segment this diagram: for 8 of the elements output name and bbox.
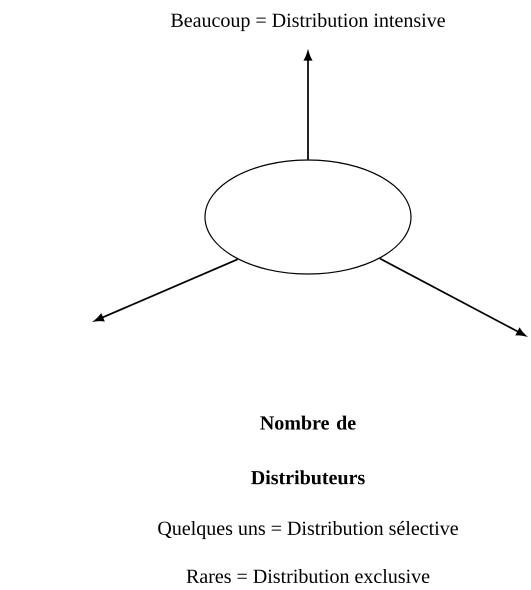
arrow <box>94 258 238 322</box>
arrow <box>379 258 526 336</box>
heading-text: Beaucoup = Distribution intensive <box>171 12 445 32</box>
ellipse <box>204 159 412 275</box>
label-text: Nombre de Distributeurs <box>251 416 365 484</box>
arrow <box>304 51 312 160</box>
label-text: Rares = Distribution exclusive <box>186 568 430 584</box>
label-text: Quelques uns = Distribution sélective <box>158 520 458 540</box>
